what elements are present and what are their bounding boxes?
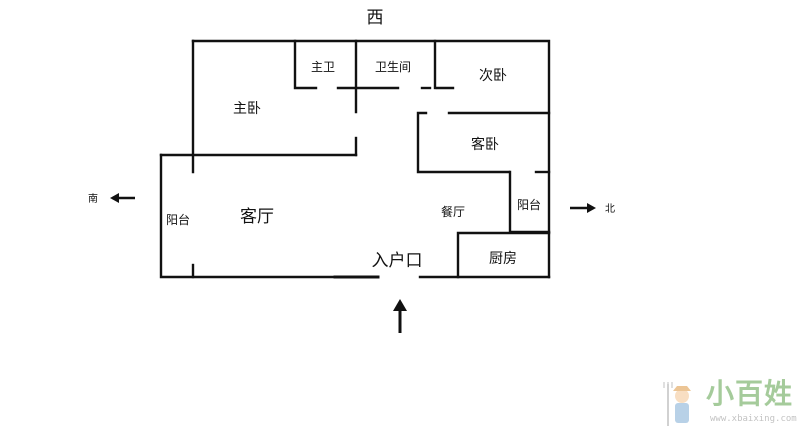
room-bathroom: 卫生间 [375, 60, 411, 74]
walls [159, 39, 551, 279]
arrow-south-icon [110, 193, 119, 203]
room-master-bedroom: 主卧 [233, 101, 261, 117]
room-entrance: 入户口 [372, 251, 423, 271]
farmer-mascot-icon [663, 382, 691, 426]
room-dining: 餐厅 [441, 204, 465, 219]
compass-west: 西 [367, 8, 384, 28]
compass-north: 北 [605, 203, 615, 215]
room-living: 客厅 [240, 207, 274, 227]
room-second-bedroom: 次卧 [479, 68, 507, 84]
arrows [110, 193, 596, 333]
room-guest-bedroom: 客卧 [471, 136, 499, 153]
watermark-brand: 小百姓 [706, 377, 794, 410]
room-balcony-south: 阳台 [166, 212, 190, 227]
arrow-north-icon [587, 203, 596, 213]
arrow-entrance-icon [393, 299, 407, 311]
watermark: 小百姓 www.xbaixing.com [660, 376, 800, 429]
room-balcony-north: 阳台 [517, 197, 541, 212]
room-master-bath: 主卫 [311, 60, 335, 74]
watermark-url: www.xbaixing.com [710, 414, 797, 424]
room-kitchen: 厨房 [489, 251, 517, 267]
compass-south: 南 [88, 192, 98, 205]
